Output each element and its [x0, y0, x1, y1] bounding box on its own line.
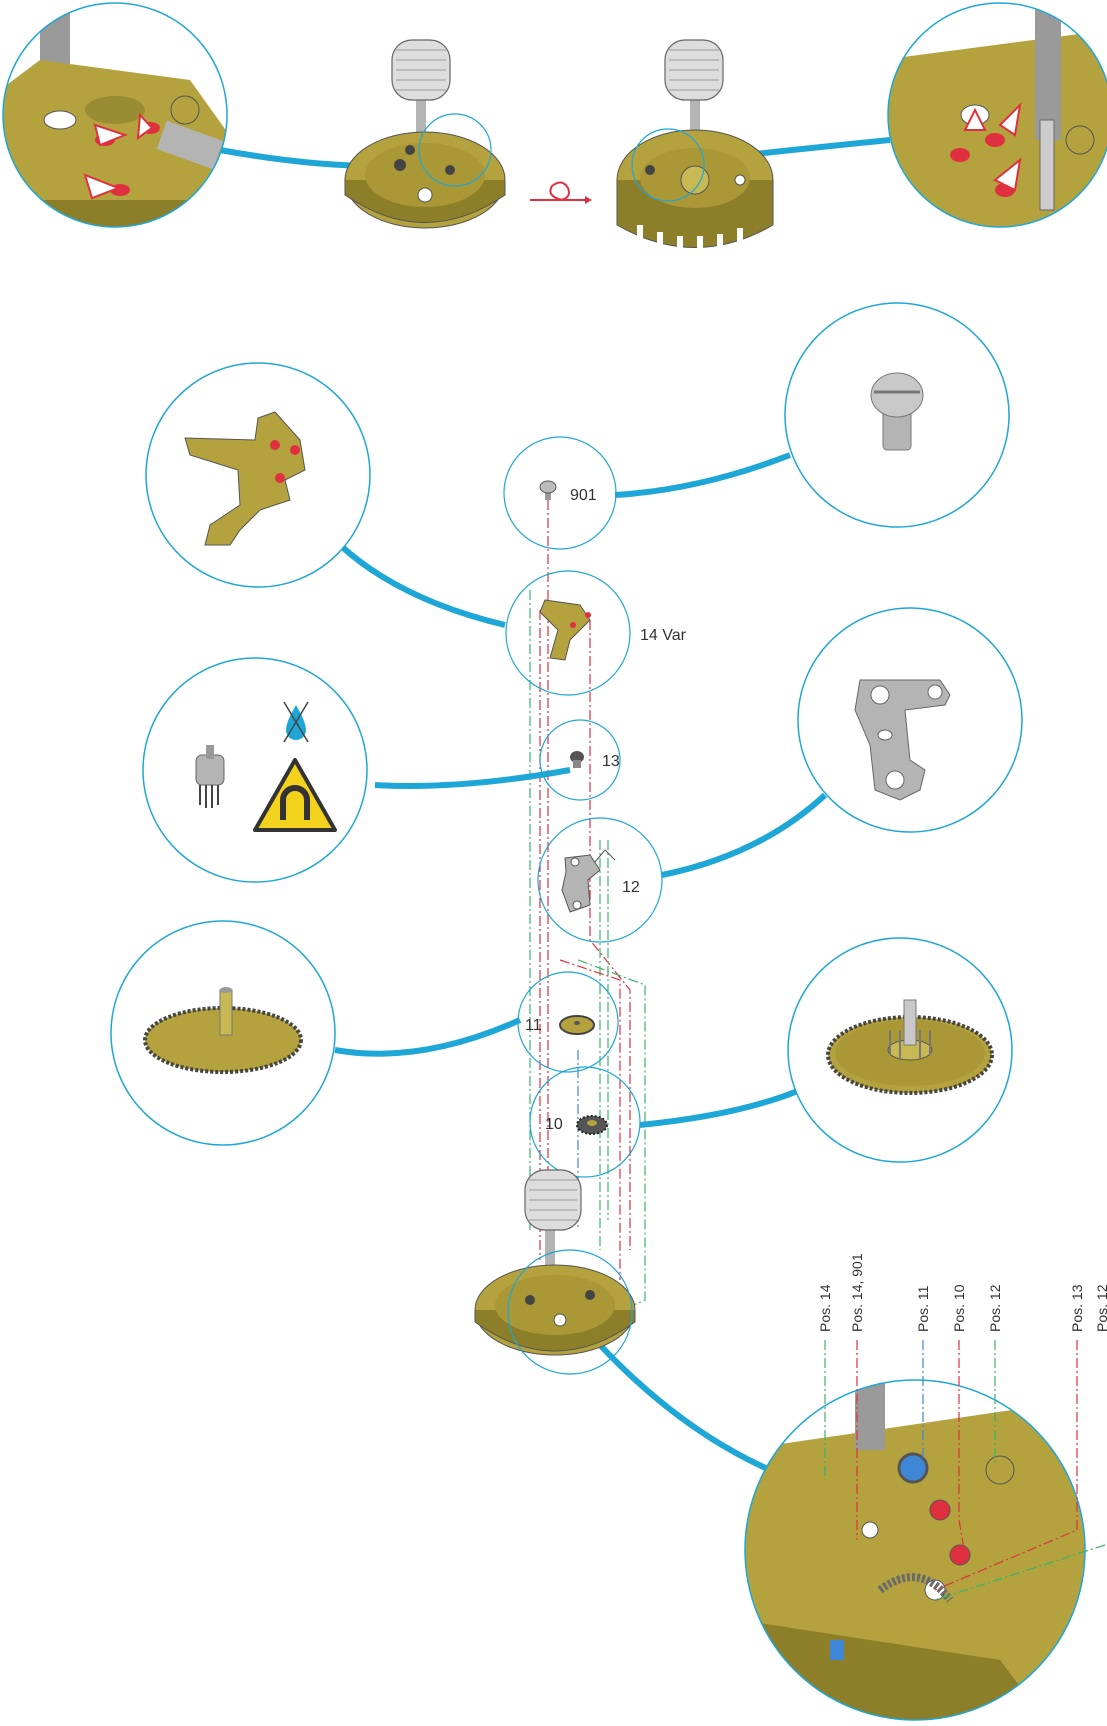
pos-label-14-901: Pos. 14, 901	[849, 1253, 865, 1332]
detail-circle-top-left	[2, 2, 228, 228]
pos-label-13: Pos. 13	[1069, 1284, 1085, 1332]
part-14-var: 14 Var	[505, 570, 687, 696]
movement-assembly-view	[474, 1169, 636, 1375]
label-10: 10	[545, 1116, 563, 1133]
part-901: 901	[503, 436, 617, 550]
no-oil-icon	[283, 701, 309, 743]
magnetic-warning-icon	[253, 758, 337, 832]
pos-label-10: Pos. 10	[951, 1284, 967, 1332]
rotate-arrow-icon	[530, 181, 592, 204]
detail-circle-wheel-11	[110, 920, 336, 1146]
part-10: 10	[529, 1066, 641, 1178]
pos-label-cut: Pos. 12	[1094, 1284, 1107, 1332]
detail-circle-yoke	[797, 607, 1023, 833]
connector-11	[334, 1017, 522, 1057]
label-12: 12	[622, 879, 640, 896]
movement-front-view	[344, 39, 506, 229]
pos-label-12: Pos. 12	[987, 1284, 1003, 1332]
connector-14	[337, 542, 506, 628]
part-13: 13	[539, 719, 621, 801]
detail-circle-bridge	[145, 362, 371, 588]
detail-circle-wheel-10	[787, 937, 1013, 1163]
detail-circle-setting-lever	[142, 657, 368, 883]
movement-back-view	[616, 39, 774, 256]
connector-bottom	[597, 1342, 772, 1473]
pos-label-14: Pos. 14	[817, 1284, 833, 1332]
pos-label-11: Pos. 11	[915, 1285, 931, 1332]
assembly-guide-lines	[529, 500, 646, 1321]
detail-circle-bottom	[744, 1340, 1106, 1721]
connector-12	[661, 792, 828, 878]
label-901: 901	[570, 487, 597, 504]
label-11: 11	[525, 1017, 542, 1034]
detail-circle-screw	[784, 302, 1010, 528]
connector-901	[614, 452, 792, 498]
connector-10	[639, 1087, 802, 1128]
part-12: 12	[537, 817, 663, 943]
label-14-var: 14 Var	[640, 627, 687, 644]
part-11: 11	[517, 971, 619, 1073]
connector-13	[374, 767, 571, 789]
detail-circle-top-right	[887, 2, 1107, 228]
label-13: 13	[602, 753, 620, 770]
position-labels: Pos. 14 Pos. 14, 901 Pos. 11 Pos. 10 Pos…	[817, 1253, 1107, 1332]
